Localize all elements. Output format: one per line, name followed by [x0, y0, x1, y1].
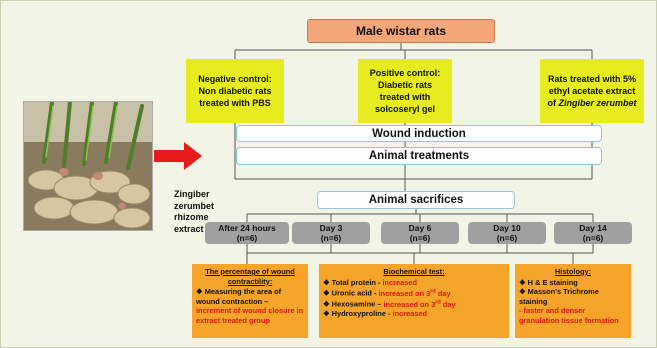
treated-line-3-species: Zingiber zerumbet [558, 98, 637, 108]
treated-line-3: of Zingiber zerumbet [547, 97, 636, 109]
biochemical-item-text: ❖ Hydroxyproline - [323, 309, 393, 319]
biochemical-item: ❖ Hexosamine – increased on 3rd day [323, 298, 505, 309]
timepoint-box: Day 3 (n=6) [292, 222, 370, 244]
timepoint-box: After 24 hours (n=6) [205, 222, 289, 244]
timepoint-n: (n=6) [236, 233, 258, 243]
timepoint-n: (n=6) [496, 233, 518, 243]
positive-line-4: solcoseryl gel [374, 104, 436, 114]
animal-treatments-label: Animal treatments [368, 150, 470, 162]
red-arrow-icon [154, 142, 202, 170]
biochemical-item: ❖ Total protein - increased [323, 278, 505, 288]
biochemical-item-highlight: increased on 3rd day [383, 299, 456, 309]
animal-sacrifices-label: Animal sacrifices [368, 194, 464, 206]
contractility-heading-line-1: The percentage of wound [205, 267, 295, 276]
histology-heading: Histology: [554, 267, 592, 276]
wound-induction-box: Wound induction [236, 125, 602, 142]
timepoint-label: Day 6 [408, 223, 432, 233]
rhizome-illustration [24, 102, 152, 230]
contractility-result-box: The percentage of wound contractility: ❖… [192, 264, 308, 338]
animal-treatments-box: Animal treatments [236, 147, 602, 165]
negative-control-box: Negative control: Non diabetic rats trea… [186, 59, 284, 123]
biochemical-heading: Biochemical test: [383, 267, 445, 276]
contractility-item: ❖ Measuring the area of wound contractio… [196, 287, 304, 325]
biochemical-item-text: ❖ Hexosamine – [323, 299, 384, 309]
biochemical-item-text: ❖ Total protein - [323, 277, 383, 287]
ginger-rhizome-photo [23, 101, 153, 231]
timepoint-box: Day 10 (n=6) [468, 222, 546, 244]
bullet-icon: ❖ [196, 287, 203, 297]
timepoint-n: (n=6) [582, 233, 604, 243]
timepoint-n: (n=6) [409, 233, 431, 243]
histology-result-box: Histology: ❖ H & E staining ❖ Masson's T… [515, 264, 631, 338]
timepoint-label: Day 10 [493, 223, 521, 233]
timepoint-label: Day 3 [319, 223, 343, 233]
treated-line-1: Rats treated with 5% [547, 74, 637, 84]
positive-line-1: Positive control: [369, 68, 441, 78]
positive-line-3: treated with [379, 92, 431, 102]
contractility-item-text: Measuring the area of wound contraction … [196, 287, 282, 306]
timepoint-label: After 24 hours [218, 223, 276, 233]
biochemical-item-highlight: increased [382, 277, 417, 287]
plant-label-line: zerumbet [174, 200, 215, 211]
diagram-title-box: Male wistar rats [307, 19, 495, 43]
timepoint-label: Day 14 [579, 223, 607, 233]
histology-highlight: - faster and denser granulation tissue f… [519, 306, 619, 325]
negative-line-2: Non diabetic rats [198, 86, 272, 96]
histology-item: ❖ H & E staining [519, 277, 578, 287]
treated-line-3-prefix: of [547, 98, 559, 108]
timepoint-n: (n=6) [320, 233, 342, 243]
plant-label: Zingiber zerumbet rhizome extract [174, 189, 214, 235]
timepoint-box: Day 6 (n=6) [381, 222, 459, 244]
biochemical-item: ❖ Hydroxyproline - increased [323, 309, 505, 319]
positive-line-2: Diabetic rats [377, 80, 433, 90]
positive-control-box: Positive control: Diabetic rats treated … [358, 59, 452, 123]
plant-label-line: Zingiber [174, 189, 210, 199]
biochemical-item-highlight: increased on 3rd day [378, 288, 451, 298]
plant-label-line: rhizome [174, 212, 209, 222]
treated-group-box: Rats treated with 5% ethyl acetate extra… [540, 59, 644, 123]
negative-line-3: treated with PBS [199, 98, 271, 108]
contractility-heading: The percentage of wound contractility: [196, 267, 304, 286]
biochemical-item: ❖ Uronic acid - increased on 3rd day [323, 287, 505, 298]
diagram-title: Male wistar rats [355, 24, 447, 38]
contractility-heading-line-2: contractility: [227, 276, 273, 286]
biochemical-item-highlight: increased [392, 309, 427, 319]
timepoint-box: Day 14 (n=6) [554, 222, 632, 244]
treated-line-2: ethyl acetate extract [548, 86, 636, 96]
animal-sacrifices-box: Animal sacrifices [317, 191, 515, 209]
contractility-item-highlight: increment of wound closure in extract tr… [196, 306, 304, 325]
biochemical-result-box: Biochemical test: ❖ Total protein - incr… [319, 264, 509, 338]
wound-induction-label: Wound induction [372, 127, 466, 140]
biochemical-item-text: ❖ Uronic acid - [323, 288, 379, 298]
negative-line-1: Negative control: [198, 74, 272, 84]
histology-item: ❖ Masson's Trichrome staining [519, 287, 599, 306]
plant-label-line: extract [174, 223, 204, 234]
